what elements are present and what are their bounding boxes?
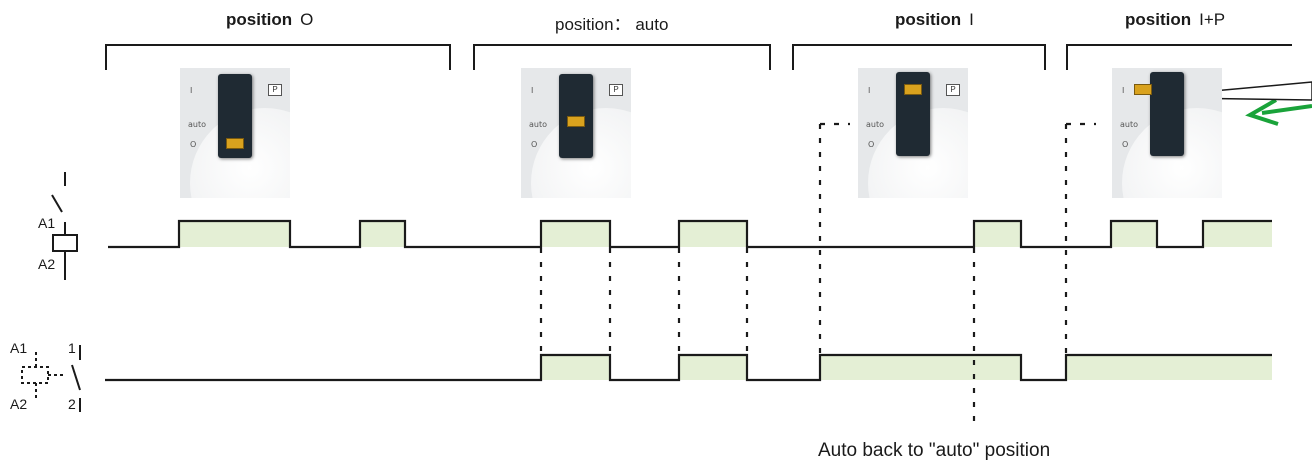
pulse-fill: [1203, 221, 1272, 247]
contact-label-a1: A1: [10, 340, 28, 356]
coil-label-a1: A1: [38, 215, 56, 231]
pulse-fill: [179, 221, 290, 247]
switch-photo-position-i-p: I auto O: [1112, 68, 1222, 198]
switch-photo-position-i: I auto O P: [858, 68, 968, 198]
auto-return-note: Auto back to "auto" position: [818, 440, 1051, 461]
contact-label-a2: A2: [10, 396, 28, 412]
insert-arrow-icon: [1245, 98, 1312, 126]
coil-label-a2: A2: [38, 256, 56, 272]
pulse-fill: [1066, 355, 1272, 380]
bracket-position-i: [792, 44, 1046, 70]
switch-photo-position-o: I auto O P: [180, 68, 290, 198]
switch-photo-position-auto: I auto O P: [521, 68, 631, 198]
pulse-fill: [360, 221, 405, 247]
bracket-position-auto: [473, 44, 771, 70]
pulse-fill: [679, 355, 747, 380]
pulse-fill: [541, 355, 610, 380]
bracket-position-i-p: [1066, 44, 1292, 70]
contact-symbol: [21, 345, 81, 412]
pulse-fill: [820, 355, 1021, 380]
coil-signal-trace: [108, 219, 1272, 249]
pulse-fill: [679, 221, 747, 247]
pulse-fill: [541, 221, 610, 247]
contact-label-1: 1: [68, 340, 76, 356]
contact-signal-trace: [105, 353, 1272, 382]
contact-label-2: 2: [68, 396, 76, 412]
pulse-fill: [1111, 221, 1157, 247]
coil-symbol: [51, 172, 78, 280]
header-position-auto: position： auto: [555, 15, 669, 34]
bracket-position-o: [105, 44, 451, 70]
pulse-fill: [974, 221, 1021, 247]
